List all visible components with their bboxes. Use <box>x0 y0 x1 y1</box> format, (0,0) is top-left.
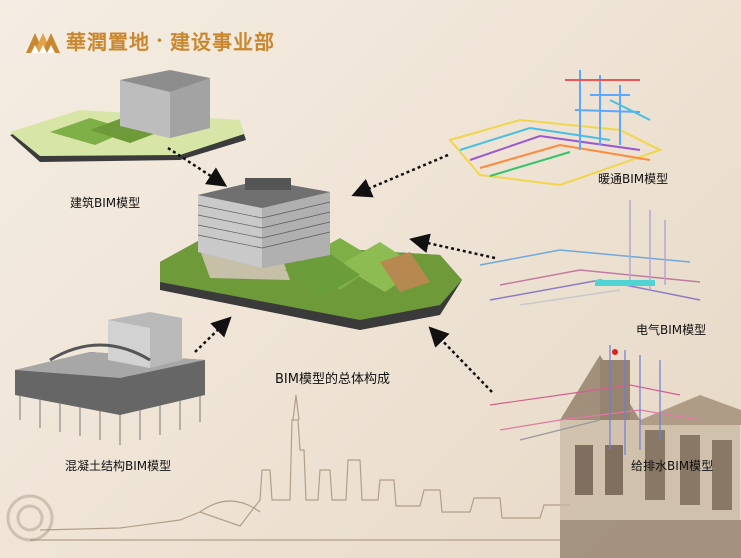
heritage-building-decoration <box>560 355 741 558</box>
architecture-model-thumbnail <box>10 70 246 162</box>
watermark-decoration <box>6 494 54 542</box>
arrow-from-hvac <box>351 153 449 198</box>
hvac-model-thumbnail <box>448 70 663 187</box>
label-electrical: 电气BIM模型 <box>636 323 707 337</box>
connection-arrows <box>167 146 496 393</box>
structure-model-thumbnail <box>15 312 205 445</box>
plumbing-model-thumbnail <box>489 345 701 455</box>
label-structure: 混凝土结构BIM模型 <box>65 459 172 473</box>
logo-separator: · <box>156 28 164 52</box>
arrow-from-plumbing <box>428 326 493 393</box>
mountain-logo-icon <box>26 33 60 53</box>
arrow-from-architecture <box>167 146 228 187</box>
arrow-from-structure <box>194 316 232 353</box>
company-name: 華潤置地 <box>66 29 150 54</box>
company-logo: 華潤置地 · 建设事业部 <box>26 26 275 54</box>
label-hvac: 暖通BIM模型 <box>598 172 669 186</box>
central-bim-model <box>160 178 462 330</box>
label-center-title: BIM模型的总体构成 <box>275 372 390 387</box>
electrical-model-thumbnail <box>479 200 701 306</box>
arrow-from-electrical <box>409 233 496 260</box>
label-plumbing: 给排水BIM模型 <box>631 459 714 473</box>
division-name: 建设事业部 <box>169 29 275 54</box>
city-skyline-decoration <box>30 394 570 541</box>
label-architecture: 建筑BIM模型 <box>70 196 141 210</box>
